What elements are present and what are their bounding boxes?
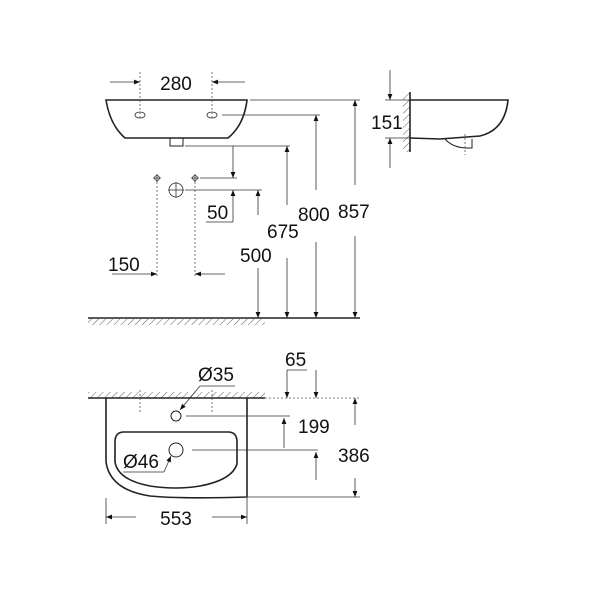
dim-tap-hole-diameter: Ø35 xyxy=(198,365,234,386)
waste-hole xyxy=(168,442,184,458)
bowl-outline xyxy=(114,431,238,489)
plan-wall-hatch xyxy=(88,392,265,398)
tap-hole xyxy=(170,410,182,422)
dim-800: 800 xyxy=(298,205,330,226)
dim-151: 151 xyxy=(371,113,403,134)
side-view: 151 xyxy=(371,70,509,168)
dim-150: 150 xyxy=(108,255,140,276)
dim-waste-diameter: Ø46 xyxy=(123,452,159,473)
waste-outlet xyxy=(169,137,184,147)
basin-front-outline xyxy=(105,99,248,139)
supply-point-right xyxy=(191,174,199,182)
basin-side-outline xyxy=(409,99,509,140)
dim-386: 386 xyxy=(338,446,370,467)
floor-hatch xyxy=(88,319,265,325)
front-view: 280 150 50 500 675 800 xyxy=(88,72,370,325)
dim-199: 199 xyxy=(298,417,330,438)
plan-view: Ø35 Ø46 65 199 386 553 xyxy=(88,350,370,530)
dim-50: 50 xyxy=(207,203,228,224)
wall-hatch xyxy=(403,92,410,152)
basin-plan-outline xyxy=(105,398,248,499)
supply-point-left xyxy=(153,174,161,182)
dim-500: 500 xyxy=(240,246,272,267)
drain-point xyxy=(168,182,184,198)
dim-857: 857 xyxy=(338,202,370,223)
dim-553: 553 xyxy=(160,509,192,530)
trap-outline xyxy=(444,138,473,149)
dim-675: 675 xyxy=(267,222,299,243)
dim-65: 65 xyxy=(285,350,306,371)
dim-280: 280 xyxy=(160,74,192,95)
